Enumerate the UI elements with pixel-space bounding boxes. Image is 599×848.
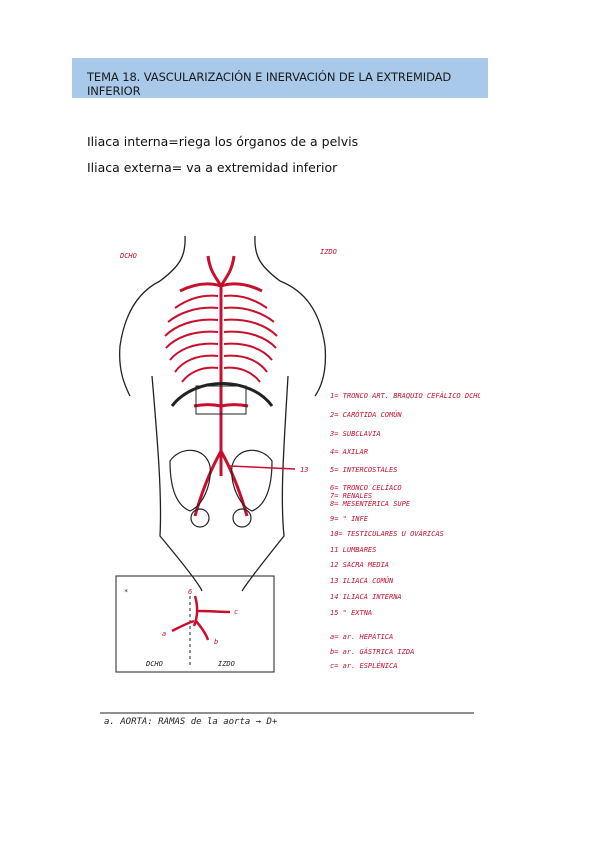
legend-item: 5= INTERCOSTALES (330, 466, 397, 474)
inset-label-c: c (234, 608, 238, 616)
inset-legend-item: a= ar. HEPÁTICA (330, 632, 393, 641)
inset-label-b: b (214, 638, 218, 646)
legend-item: 3= SUBCLAVIA (329, 430, 381, 438)
anatomy-sketch: 13 DCHO IZDO 1= TRONCO ART. BRAQUIO CEFÁ… (90, 236, 480, 726)
inset-label-a: a (162, 630, 166, 638)
legend-item: 11 LUMBARES (330, 546, 376, 554)
title-bar (72, 58, 488, 98)
torso-outline (119, 236, 327, 592)
inset-legend-item: c= ar. ESPLÉNICA (330, 661, 397, 670)
text-line-iliaca-externa: Iliaca externa= va a extremidad inferior (87, 160, 338, 175)
label-dcho: DCHO (119, 252, 137, 260)
legend-item: 13 ILIACA COMÚN (330, 576, 394, 585)
label-izdo: IZDO (320, 248, 337, 256)
inset-label-6: 6 (188, 588, 192, 596)
inset-legend: a= ar. HEPÁTICA b= ar. GÁSTRICA IZDA c= … (330, 632, 414, 670)
celiac-box (195, 385, 247, 415)
diaphragm (170, 382, 274, 407)
legend-item: 15 " EXTNA (330, 609, 372, 617)
inset-legend-item: b= ar. GÁSTRICA IZDA (330, 647, 414, 656)
legend-item: 14 ILIACA INTERNA (330, 593, 402, 601)
legend-item: 4= AXILAR (330, 448, 368, 456)
footer-note: a. AORTA: RAMAS de la aorta → D+ (104, 717, 278, 726)
callout-13: 13 (300, 466, 308, 474)
inset-bottom-right: IZDO (218, 660, 235, 668)
legend-item: 7= RENALES (330, 492, 372, 500)
legend-item: 8= MESENTÉRICA SUPE (330, 499, 411, 508)
pelvis-outline (169, 449, 273, 528)
legend-item: 1= TRONCO ART. BRAQUIO CEFÁLICO DCHO (330, 391, 480, 400)
legend: 1= TRONCO ART. BRAQUIO CEFÁLICO DCHO 2= … (329, 391, 480, 617)
text-line-iliaca-interna: Iliaca interna=riega los órganos de a pe… (87, 134, 359, 149)
ribs (164, 294, 278, 383)
legend-item: 6= TRONCO CELÍACO (330, 483, 402, 492)
legend-item: 2= CARÓTIDA COMÚN (330, 410, 402, 419)
legend-item: 12 SACRA MEDIA (330, 561, 389, 569)
inset-vessels (171, 595, 231, 641)
callout-line (229, 465, 296, 470)
legend-item: 10= TESTICULARES U OVÁRICAS (330, 529, 444, 538)
inset-bottom-left: DCHO (145, 660, 163, 668)
inset-marker: * (124, 588, 128, 596)
page-title: TEMA 18. VASCULARIZACIÓN E INERVACIÓN DE… (87, 70, 452, 98)
inset-box (115, 575, 275, 673)
legend-item: 9= " INFE (330, 515, 369, 523)
